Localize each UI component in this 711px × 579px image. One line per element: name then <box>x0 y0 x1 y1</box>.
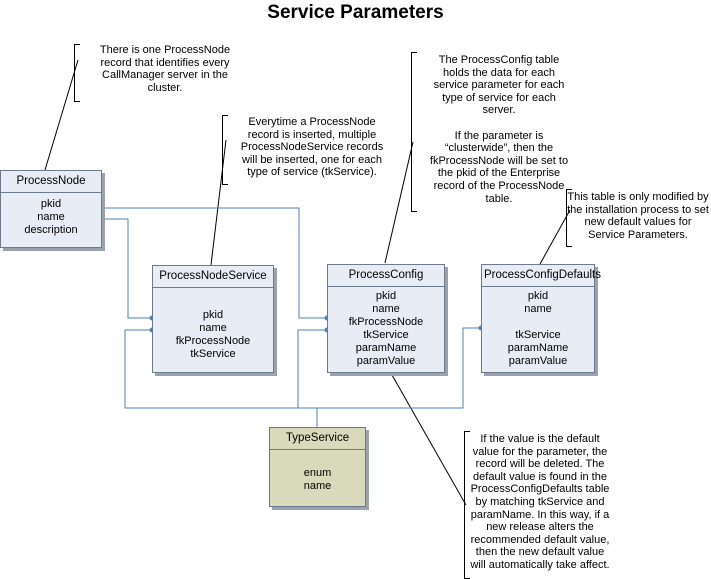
field-tk-service: tkService <box>363 329 409 341</box>
field-param-name: paramName <box>507 342 569 354</box>
table-fields: enum name <box>270 450 365 493</box>
table-process-config: ProcessConfig pkid name fkProcessNode tk… <box>327 264 445 373</box>
callout-line-process-node-service <box>210 139 227 266</box>
note-process-config-defaults: This table is only modified by the insta… <box>567 191 709 241</box>
table-type-service: TypeService enum name <box>269 427 366 507</box>
relation-type-to-defaults <box>317 327 481 409</box>
table-header: ProcessNodeService <box>153 266 273 288</box>
note-bracket <box>411 52 417 212</box>
table-header: ProcessNode <box>1 171 101 193</box>
field-name: name <box>37 211 65 223</box>
note-process-node-service: Everytime a ProcessNode record is insert… <box>240 116 384 179</box>
field-pkid: pkid <box>527 290 549 302</box>
field-fk-process-node: fkProcessNode <box>175 335 251 347</box>
note-bracket <box>566 189 572 247</box>
field-param-name: paramName <box>355 342 417 354</box>
table-fields: pkid name description <box>1 193 101 237</box>
relation-type-to-service <box>124 329 318 427</box>
note-process-node: There is one ProcessNode record that ide… <box>99 44 231 94</box>
field-description: description <box>24 224 78 236</box>
field-name: name <box>199 322 227 334</box>
field-pkid: pkid <box>40 198 62 210</box>
callout-line-param-value <box>391 374 467 506</box>
field-spacer <box>270 454 365 467</box>
callout-line-process-node <box>44 59 79 171</box>
table-process-config-defaults: ProcessConfigDefaults pkid name tkServic… <box>481 264 601 373</box>
field-pkid: pkid <box>375 290 397 302</box>
table-header: TypeService <box>270 428 365 450</box>
note-process-config: The ProcessConfig table holds the data f… <box>429 54 569 205</box>
note-param-value: If the value is the default value for th… <box>470 433 610 571</box>
field-tk-service: tkService <box>515 329 561 341</box>
field-name: name <box>303 480 332 492</box>
field-spacer <box>482 316 594 329</box>
field-pkid: pkid <box>202 309 224 321</box>
field-tk-service: tkService <box>190 348 236 360</box>
field-param-value: paramValue <box>356 355 416 367</box>
table-process-node: ProcessNode pkid name description <box>0 170 102 248</box>
field-param-value: paramValue <box>508 355 568 367</box>
field-spacer <box>153 296 273 309</box>
field-enum: enum <box>303 467 332 479</box>
table-process-node-service: ProcessNodeService pkid name fkProcessNo… <box>152 265 274 373</box>
relation-node-to-service <box>100 218 152 319</box>
field-fk-process-node: fkProcessNode <box>348 316 424 328</box>
callout-line-process-config <box>384 141 414 264</box>
diagram-title: Service Parameters <box>267 2 444 23</box>
field-name: name <box>524 303 552 315</box>
relation-node-to-config <box>100 207 327 319</box>
note-bracket <box>74 44 80 102</box>
table-header: ProcessConfig <box>328 265 444 287</box>
callout-line-defaults <box>539 209 571 265</box>
note-bracket <box>222 115 228 185</box>
table-header: ProcessConfigDefaults <box>482 265 601 287</box>
table-fields: pkid name tkService paramName paramValue <box>482 287 594 368</box>
field-name: name <box>372 303 400 315</box>
table-fields: pkid name fkProcessNode tkService <box>153 288 273 361</box>
relation-type-to-config <box>297 329 327 409</box>
table-fields: pkid name fkProcessNode tkService paramN… <box>328 287 444 368</box>
